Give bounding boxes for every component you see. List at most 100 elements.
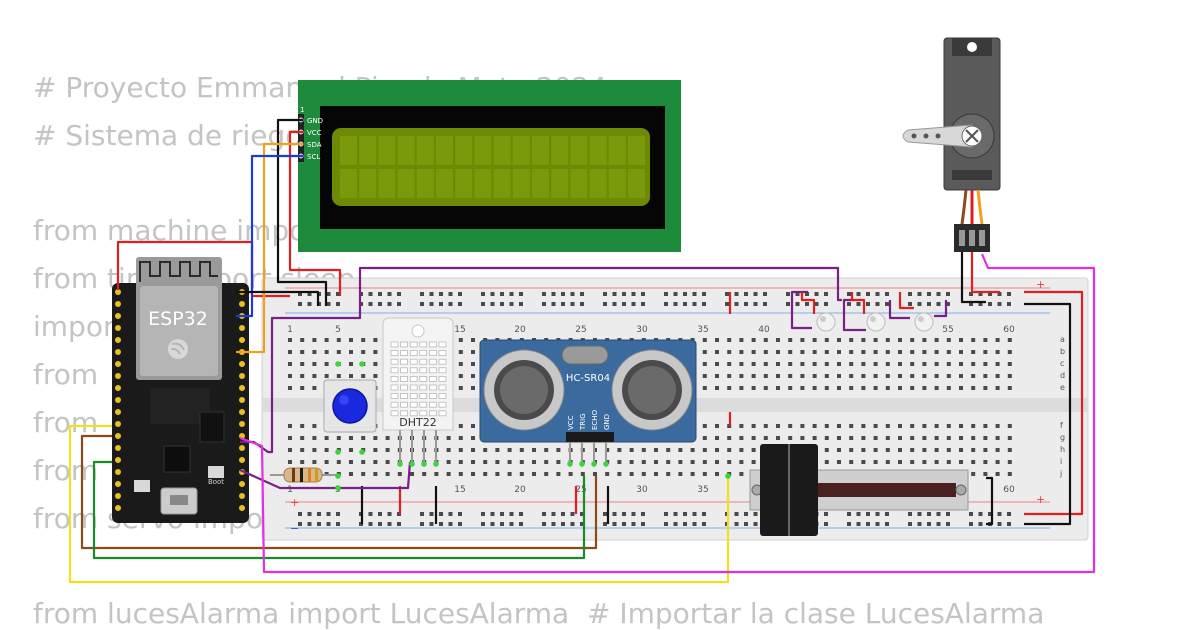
rail-hole — [397, 522, 401, 526]
hole — [471, 374, 475, 378]
rail-hole — [786, 292, 790, 296]
hole — [971, 374, 976, 378]
lcd-display[interactable]: 1 GND VCC SDA SCL — [298, 80, 681, 252]
hole — [507, 472, 512, 476]
hole — [837, 362, 841, 366]
wires[interactable] — [68, 118, 1096, 584]
rail-hole — [542, 292, 546, 296]
vent — [400, 367, 409, 374]
wire-lcd-vcc[interactable] — [288, 130, 342, 296]
dht22-sensor[interactable]: DHT22 — [382, 317, 454, 462]
wire-purple-led2[interactable] — [842, 298, 866, 332]
hole — [483, 448, 488, 452]
led-2[interactable] — [866, 312, 886, 332]
wire-lcd-scl[interactable] — [236, 154, 303, 318]
hole — [849, 374, 854, 378]
col-num: 5 — [335, 325, 341, 335]
rail-hole — [336, 292, 340, 296]
wire-servo-vcc[interactable] — [970, 252, 1000, 294]
rail-hole — [387, 292, 392, 296]
push-button[interactable] — [323, 379, 377, 433]
col-num: 30 — [636, 325, 648, 335]
pin — [115, 433, 121, 439]
hole — [715, 460, 719, 464]
hole — [824, 374, 829, 378]
led-3[interactable] — [914, 312, 934, 332]
wire-esp-gnd[interactable] — [236, 290, 320, 306]
wire-purple-led3a[interactable] — [888, 300, 910, 320]
lcd-cell — [628, 136, 645, 165]
rail-hole — [603, 522, 607, 526]
column-numbers-top: 1 5 15 20 25 30 35 40 55 60 — [287, 325, 1015, 335]
rail-hole — [490, 522, 495, 526]
wire-echo[interactable] — [80, 434, 598, 550]
hole — [483, 472, 488, 476]
rail-hole — [570, 292, 575, 296]
push-button-cap[interactable] — [332, 388, 368, 424]
pin — [239, 409, 245, 415]
esp32-board[interactable]: ESP32 Boot — [112, 257, 249, 523]
rail-hole — [603, 292, 607, 296]
wire-dht-data[interactable] — [239, 461, 412, 490]
lcd-cell — [570, 169, 588, 198]
hole — [873, 350, 878, 354]
reset-button[interactable] — [134, 480, 150, 492]
slide-potentiometer[interactable] — [749, 444, 969, 536]
vent — [419, 375, 428, 382]
hole — [971, 362, 976, 366]
hole — [873, 338, 878, 342]
hole — [812, 338, 817, 342]
pin — [115, 481, 121, 487]
hole — [690, 460, 695, 464]
usb-chip — [163, 445, 191, 473]
vent — [428, 410, 437, 417]
hole — [959, 350, 963, 354]
wire-purple-led3b[interactable] — [934, 300, 948, 318]
rail-hole — [420, 512, 424, 516]
lcd-pin-vcc: VCC — [307, 129, 322, 137]
wire-lcd-sda[interactable] — [236, 142, 303, 354]
hole — [324, 436, 329, 440]
boot-button[interactable] — [208, 466, 224, 478]
wire-servo-signal[interactable] — [239, 253, 1096, 574]
wire-rail-red[interactable] — [1024, 290, 1084, 516]
vent — [390, 401, 399, 408]
rail-hole — [641, 512, 645, 516]
rail-hole — [542, 522, 546, 526]
wire-pot-signal[interactable] — [68, 424, 730, 584]
hole — [910, 350, 915, 354]
hole — [715, 386, 719, 390]
col-num: 60 — [1003, 325, 1015, 335]
highlight-dot — [409, 461, 415, 467]
pin — [115, 493, 121, 499]
wire-red-led2[interactable] — [850, 292, 866, 314]
hole — [727, 436, 732, 440]
pin — [115, 397, 121, 403]
rail-hole — [378, 522, 382, 526]
servo-motor[interactable] — [902, 37, 1001, 252]
pin — [239, 301, 245, 307]
rail-hole — [298, 512, 302, 516]
rail-hole — [744, 522, 748, 526]
code-line-9: from — [33, 454, 99, 487]
rail-hole — [969, 512, 973, 516]
hole — [471, 460, 475, 464]
boot-label: Boot — [208, 478, 224, 486]
ultrasonic-sensor[interactable]: HC-SR04 VCC TRIG ECHO GND — [479, 339, 697, 462]
hole — [946, 338, 951, 342]
hole — [300, 374, 305, 378]
hole — [288, 338, 292, 342]
rail-hole — [622, 512, 626, 516]
resistor[interactable] — [270, 467, 340, 483]
rail-hole — [509, 302, 514, 306]
wire-red-led3[interactable] — [898, 292, 914, 310]
wire-servo-gnd[interactable] — [960, 252, 986, 304]
wire-trig[interactable] — [92, 460, 586, 560]
wire-purple-led1[interactable] — [790, 290, 812, 330]
wire-lcd-gnd[interactable] — [276, 118, 328, 306]
rail-hole — [927, 302, 931, 306]
led-1[interactable] — [816, 312, 836, 332]
wire-rail-black[interactable] — [1024, 302, 1072, 526]
wire-red-led1[interactable] — [800, 292, 816, 314]
